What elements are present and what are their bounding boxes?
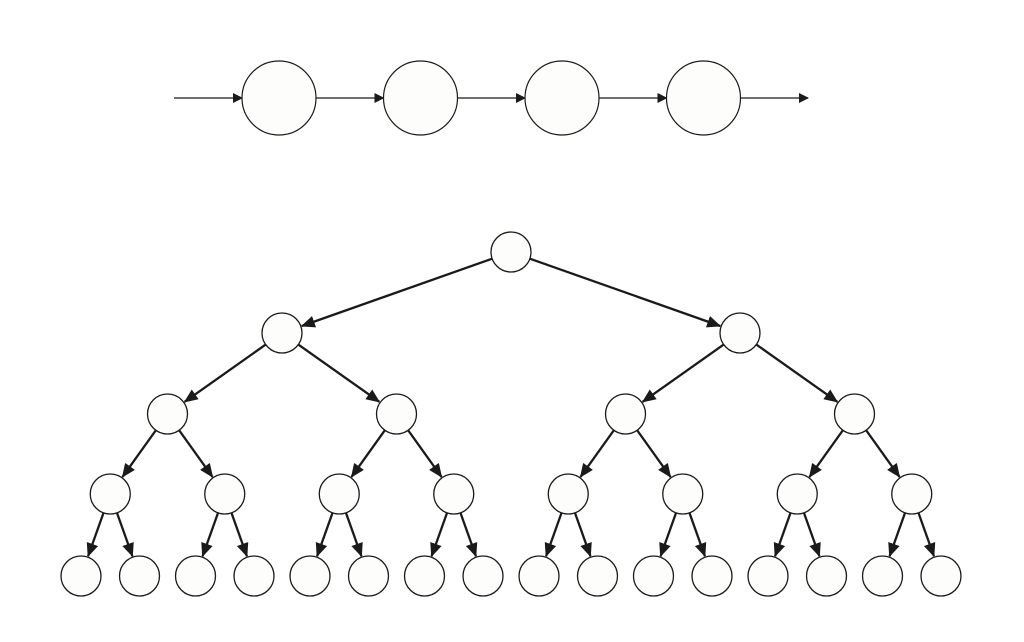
tree-edge	[315, 512, 334, 558]
tree-edge	[529, 257, 722, 328]
tree-leaf-node	[60, 555, 102, 597]
tree-leaf-node	[691, 555, 733, 597]
tree-edge	[636, 429, 672, 478]
tree-edge	[178, 429, 214, 478]
tree-node	[604, 393, 647, 435]
chain-node	[524, 60, 600, 136]
tree-leaf-node	[861, 555, 904, 597]
tree-leaf-node	[118, 555, 161, 597]
tree-node	[204, 473, 246, 515]
chain-node	[665, 60, 742, 136]
tree-leaf-node	[747, 555, 789, 597]
tree-node	[433, 473, 475, 515]
tree-node	[146, 393, 189, 435]
tree-leaf-node	[518, 555, 560, 597]
tree-edge	[230, 512, 249, 558]
tree-leaf-node	[632, 555, 675, 597]
tree-leaf-node	[805, 555, 848, 597]
tree-edge	[659, 512, 678, 558]
tree-edge	[544, 512, 563, 558]
tree-edge	[344, 512, 363, 558]
tree-edge	[688, 512, 707, 558]
linear-chain	[174, 60, 809, 136]
tree-edge	[641, 343, 725, 403]
tree-edge	[115, 512, 134, 558]
tree-node	[375, 393, 418, 435]
tree-edge	[917, 512, 936, 558]
tree-root-node	[490, 231, 532, 273]
tree-edge	[407, 429, 443, 478]
tree-node	[89, 473, 131, 515]
tree-node	[833, 393, 876, 435]
tree-edge	[888, 512, 907, 558]
tree-leaf-node	[233, 555, 275, 597]
tree-edge	[755, 343, 839, 403]
binary-tree	[60, 231, 962, 597]
tree-node	[719, 312, 761, 354]
tree-edge	[579, 429, 615, 478]
tree-leaf-node	[462, 555, 504, 597]
tree-edge	[201, 512, 220, 558]
tree-leaf-node	[289, 555, 331, 597]
chain-node	[382, 60, 459, 136]
tree-edge	[183, 343, 267, 403]
tree-edge	[430, 512, 449, 558]
tree-node	[662, 473, 704, 515]
tree-edge	[459, 512, 478, 558]
tree-node	[776, 473, 818, 515]
chain-node	[241, 60, 317, 136]
tree-edge	[350, 429, 386, 478]
tree-edge	[808, 429, 844, 478]
tree-edge	[865, 429, 901, 478]
tree-node	[261, 312, 303, 354]
tree-edge	[86, 512, 105, 558]
tree-edge	[773, 512, 792, 558]
tree-leaf-node	[920, 555, 962, 597]
tree-edge	[297, 343, 381, 403]
tree-node	[547, 473, 589, 515]
tree-node	[891, 473, 933, 515]
tree-edge	[802, 512, 821, 558]
tree-edge	[573, 512, 592, 558]
tree-leaf-node	[347, 555, 390, 597]
tree-node	[318, 473, 360, 515]
tree-leaf-node	[174, 555, 217, 597]
tree-edge	[300, 257, 493, 328]
tree-edge	[121, 429, 157, 478]
tree-leaf-node	[576, 555, 619, 597]
tree-leaf-node	[403, 555, 446, 597]
